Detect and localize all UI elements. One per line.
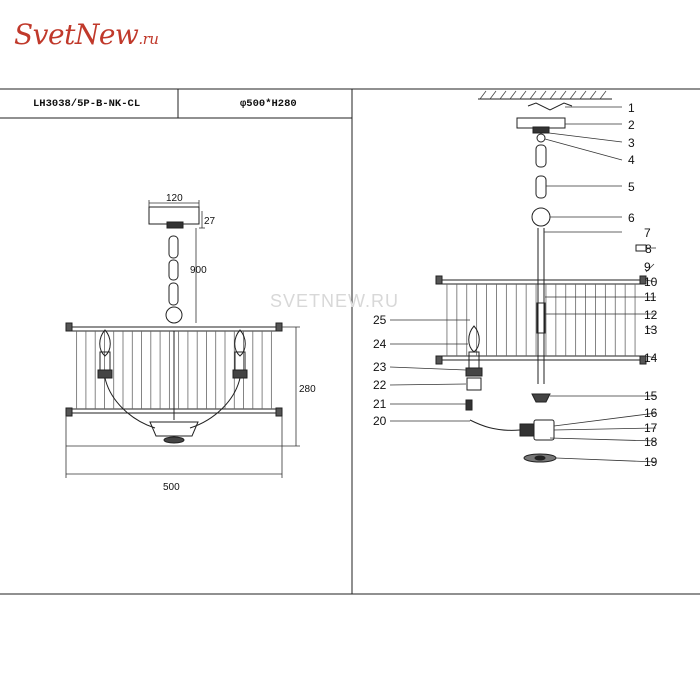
size-spec: φ500*H280: [240, 98, 297, 110]
logo-tld: .ru: [138, 30, 159, 48]
callout-22: 22: [373, 378, 387, 392]
callout-8: 8: [645, 242, 652, 256]
callout-1: 1: [628, 101, 635, 115]
leader-lines: [389, 106, 657, 463]
callout-numbers: 1234567891011121314151617181920212223242…: [373, 101, 658, 469]
dim-plate-height: 27: [204, 216, 216, 227]
callout-13: 13: [644, 323, 658, 337]
exploded-view: [435, 90, 647, 463]
callout-15: 15: [644, 389, 658, 403]
assembly-view: [65, 206, 283, 444]
callout-5: 5: [628, 180, 635, 194]
callout-7: 7: [644, 226, 651, 240]
callout-3: 3: [628, 136, 635, 150]
callout-17: 17: [644, 421, 658, 435]
callout-23: 23: [373, 360, 387, 374]
callout-19: 19: [644, 455, 658, 469]
dim-chain-length: 900: [190, 265, 207, 276]
logo-text: SvetNew: [14, 18, 139, 51]
sheet-frame: [0, 88, 700, 595]
watermark: SVETNEW.RU: [270, 291, 400, 311]
callout-25: 25: [373, 313, 387, 327]
callout-14: 14: [644, 351, 658, 365]
callout-2: 2: [628, 118, 635, 132]
callout-12: 12: [644, 308, 658, 322]
callout-20: 20: [373, 414, 387, 428]
dim-height: 280: [299, 384, 316, 395]
brand-logo: SvetNew.ru: [14, 18, 159, 51]
model-number: LH3038/5P-B-NK-CL: [33, 98, 141, 110]
callout-11: 11: [644, 290, 657, 304]
dim-plate-width: 120: [166, 193, 183, 204]
callout-4: 4: [628, 153, 635, 167]
callout-10: 10: [644, 275, 658, 289]
dimension-lines: [65, 200, 300, 478]
callout-9: 9: [644, 260, 651, 274]
callout-18: 18: [644, 435, 658, 449]
callout-6: 6: [628, 211, 635, 225]
callout-21: 21: [373, 397, 387, 411]
callout-24: 24: [373, 337, 387, 351]
dim-diameter: 500: [163, 482, 180, 493]
callout-16: 16: [644, 406, 658, 420]
